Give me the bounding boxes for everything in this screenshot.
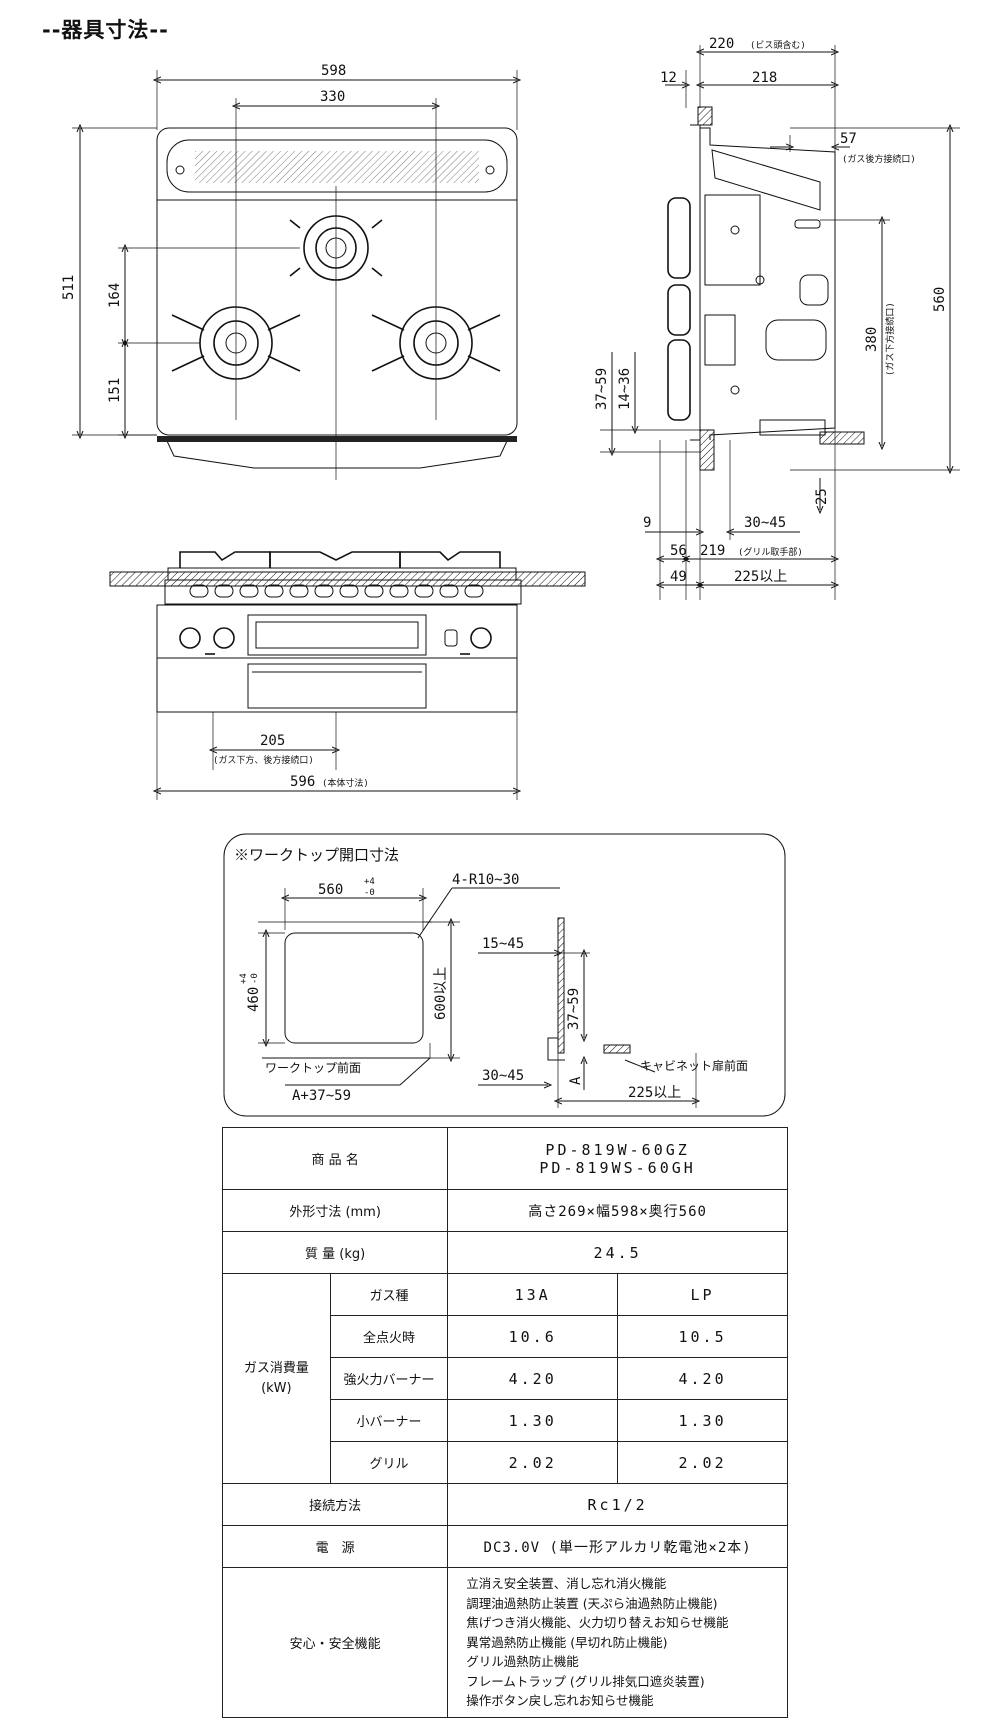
dim-151: 151 (107, 378, 123, 403)
size-value: 高さ269×幅598×奥行560 (447, 1189, 788, 1232)
model-name: PD-819W-60GZ (545, 1140, 690, 1159)
safety-feature: 立消え安全装置、消し忘れ消火機能 (466, 1576, 667, 1591)
cutout-width: 560 (318, 882, 343, 898)
cutout-radius: 4-R10~30 (452, 872, 519, 888)
gas-type-13a: 13A (447, 1273, 619, 1316)
dim-560: 560 (932, 287, 948, 312)
cutout-depth: 600以上 (433, 967, 449, 1020)
connection-label: 接続方法 (221, 1483, 449, 1526)
dim-380-note: (ガス下方接続口) (884, 302, 896, 376)
safety-feature: フレームトラップ (グリル排気口遮炎装置) (466, 1673, 705, 1689)
gas-type-label: ガス種 (329, 1273, 449, 1316)
safety-feature: 操作ボタン戻し忘れお知らせ機能 (466, 1693, 654, 1708)
cutout-box: ※ワークトップ開口寸法 560 +4 -0 4-R10~30 460 +4 -0… (223, 833, 786, 1117)
cutout-height-tol-plus: +4 (239, 973, 249, 984)
top-view: 598 330 (61, 63, 517, 480)
cutout-offset: A+37~59 (292, 1088, 351, 1104)
row-value-lp: 4.20 (617, 1357, 788, 1400)
dim-57-note: (ガス後方接続口) (842, 153, 916, 165)
cutout-dim-225: 225以上 (628, 1085, 681, 1101)
dim-598: 598 (321, 63, 346, 79)
dim-14-36: 14~36 (617, 368, 633, 410)
row-value-13a: 2.02 (447, 1441, 619, 1484)
dim-218: 218 (752, 70, 777, 86)
power-label: 電 源 (221, 1525, 449, 1568)
dim-220-note: (ビス頭含む) (750, 39, 806, 51)
dim-225: 225以上 (734, 569, 787, 585)
right-burner (371, 306, 501, 380)
cutout-height-tol-minus: -0 (250, 973, 260, 984)
dim-219: 219 (700, 543, 725, 559)
dim-56: 56 (670, 543, 687, 559)
row-value-13a: 1.30 (447, 1399, 619, 1442)
worktop-front-label: ワークトップ前面 (265, 1060, 361, 1075)
dim-380: 380 (864, 327, 880, 352)
side-view: 220 (ビス頭含む) 12 218 560 380 (ガス下方接続口) (594, 36, 960, 600)
cutout-dim-A: A (568, 1076, 584, 1085)
cutout-dim-37-59: 37~59 (566, 988, 582, 1030)
cutout-title: ※ワークトップ開口寸法 (234, 846, 399, 864)
front-view: 205 (ガス下方、後方接続口) 596 (本体寸法) (109, 551, 586, 800)
cabinet-label: キャビネット扉前面 (640, 1058, 748, 1073)
power-value: DC3.0V (単一形アルカリ乾電池×2本) (447, 1525, 788, 1568)
model-name: PD-819WS-60GH (539, 1158, 696, 1177)
row-label: 小バーナー (329, 1399, 449, 1442)
dim-205-note: (ガス下方、後方接続口) (213, 754, 314, 766)
dim-25: 25 (814, 488, 830, 505)
dim-219-note: (グリル取手部) (738, 546, 803, 558)
page-title: --器具寸法-- (42, 18, 169, 42)
row-label: 強火力バーナー (329, 1357, 449, 1400)
row-label: グリル (329, 1441, 449, 1484)
dim-30-45: 30~45 (744, 515, 786, 531)
spec-table: 商 品 名 PD-819W-60GZ PD-819WS-60GH 外形寸法 (m… (221, 1127, 788, 1718)
cutout-height: 460 (246, 987, 262, 1012)
cutout-width-tol-minus: -0 (364, 888, 375, 898)
dim-37-59: 37~59 (594, 368, 610, 410)
model-names: PD-819W-60GZ PD-819WS-60GH (447, 1127, 788, 1190)
rear-burner (289, 215, 383, 281)
dim-164: 164 (107, 283, 123, 308)
size-label: 外形寸法 (mm) (221, 1189, 449, 1232)
gas-consumption-label: ガス消費量 (kW) (222, 1273, 331, 1484)
gas-type-lp: LP (617, 1273, 788, 1316)
dim-12: 12 (660, 70, 677, 86)
row-label: 全点火時 (329, 1315, 449, 1358)
cutout-dim-15-45: 15~45 (482, 936, 524, 952)
dim-596-note: (本体寸法) (322, 777, 369, 789)
dim-330: 330 (320, 89, 345, 105)
mass-value: 24.5 (447, 1231, 788, 1274)
safety-label: 安心・安全機能 (221, 1567, 449, 1718)
row-value-13a: 10.6 (447, 1315, 619, 1358)
dim-49: 49 (670, 569, 687, 585)
dimension-drawing: 598 330 (61, 36, 960, 1117)
row-value-lp: 2.02 (617, 1441, 788, 1484)
cutout-width-tol-plus: +4 (364, 877, 375, 887)
row-value-lp: 1.30 (617, 1399, 788, 1442)
safety-features: 立消え安全装置、消し忘れ消火機能 調理油過熱防止装置 (天ぷら油過熱防止機能) … (447, 1567, 788, 1718)
safety-feature: グリル過熱防止機能 (466, 1654, 579, 1669)
safety-feature: 焦げつき消火機能、火力切り替えお知らせ機能 (466, 1615, 729, 1630)
safety-feature: 異常過熱防止機能 (早切れ防止機能) (466, 1634, 668, 1650)
safety-feature: 調理油過熱防止装置 (天ぷら油過熱防止機能) (466, 1595, 718, 1611)
dim-511: 511 (61, 275, 77, 300)
dim-596: 596 (290, 774, 315, 790)
connection-value: Rc1/2 (447, 1483, 788, 1526)
row-value-lp: 10.5 (617, 1315, 788, 1358)
mass-label: 質 量 (kg) (221, 1231, 449, 1274)
dim-220: 220 (709, 36, 734, 52)
dim-9: 9 (643, 515, 651, 531)
row-value-13a: 4.20 (447, 1357, 619, 1400)
cutout-dim-30-45: 30~45 (482, 1068, 524, 1084)
dim-57: 57 (840, 131, 857, 147)
dim-205: 205 (260, 733, 285, 749)
product-label: 商 品 名 (221, 1127, 449, 1190)
